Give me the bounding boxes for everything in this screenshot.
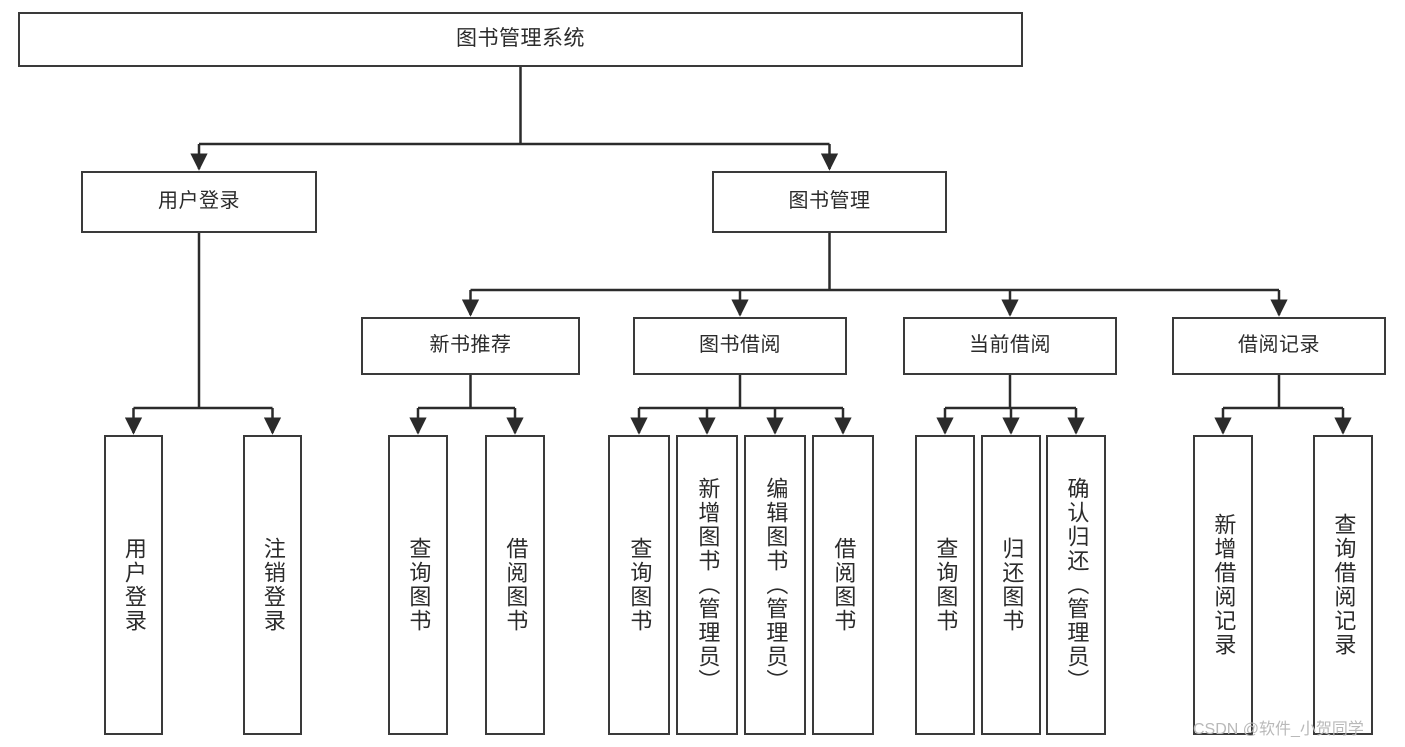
node-leaf-query-book-1[interactable]: 查询图书 [388,435,448,735]
node-leaf-borrow-book-1-label: 借阅图书 [503,537,529,633]
node-book-borrow-label: 图书借阅 [699,334,781,357]
node-leaf-edit-book-admin-label: 编辑图书（管理员） [763,477,789,693]
node-leaf-confirm-return-label: 确认归还（管理员） [1064,477,1090,693]
node-leaf-logout-login-label: 注销登录 [260,537,286,633]
node-new-book-recommend-label: 新书推荐 [429,334,512,357]
node-root-label: 图书管理系统 [456,27,585,51]
csdn-watermark: CSDN @软件_小贺同学 [1193,721,1364,738]
node-borrow-record[interactable]: 借阅记录 [1172,317,1386,375]
node-leaf-return-book-label: 归还图书 [999,537,1025,633]
node-current-borrow-label: 当前借阅 [969,334,1051,357]
node-borrow-record-label: 借阅记录 [1238,334,1320,357]
node-new-book-recommend[interactable]: 新书推荐 [361,317,580,375]
node-leaf-edit-book-admin[interactable]: 编辑图书（管理员） [744,435,806,735]
node-user-login[interactable]: 用户登录 [81,171,317,233]
node-leaf-borrow-book-2[interactable]: 借阅图书 [812,435,874,735]
node-leaf-query-borrow-record-label: 查询借阅记录 [1331,513,1357,657]
node-root[interactable]: 图书管理系统 [18,12,1023,67]
node-leaf-user-login[interactable]: 用户登录 [104,435,163,735]
node-leaf-add-book-admin[interactable]: 新增图书（管理员） [676,435,738,735]
node-current-borrow[interactable]: 当前借阅 [903,317,1117,375]
node-leaf-query-borrow-record[interactable]: 查询借阅记录 [1313,435,1373,735]
node-book-manage[interactable]: 图书管理 [712,171,947,233]
node-leaf-user-login-label: 用户登录 [121,537,147,633]
node-leaf-borrow-book-1[interactable]: 借阅图书 [485,435,545,735]
edges [124,67,1352,435]
node-book-manage-label: 图书管理 [788,190,871,213]
node-leaf-add-borrow-record-label: 新增借阅记录 [1211,513,1237,657]
node-user-login-label: 用户登录 [158,190,240,213]
node-leaf-query-book-1-label: 查询图书 [406,537,432,633]
node-leaf-add-book-admin-label: 新增图书（管理员） [695,477,721,693]
node-book-borrow[interactable]: 图书借阅 [633,317,847,375]
node-leaf-query-book-3-label: 查询图书 [933,537,959,633]
node-leaf-add-borrow-record[interactable]: 新增借阅记录 [1193,435,1253,735]
node-leaf-return-book[interactable]: 归还图书 [981,435,1041,735]
node-leaf-borrow-book-2-label: 借阅图书 [831,537,857,633]
node-leaf-query-book-2-label: 查询图书 [627,537,653,633]
node-leaf-logout-login[interactable]: 注销登录 [243,435,302,735]
node-leaf-confirm-return[interactable]: 确认归还（管理员） [1046,435,1106,735]
node-leaf-query-book-2[interactable]: 查询图书 [608,435,670,735]
node-leaf-query-book-3[interactable]: 查询图书 [915,435,975,735]
